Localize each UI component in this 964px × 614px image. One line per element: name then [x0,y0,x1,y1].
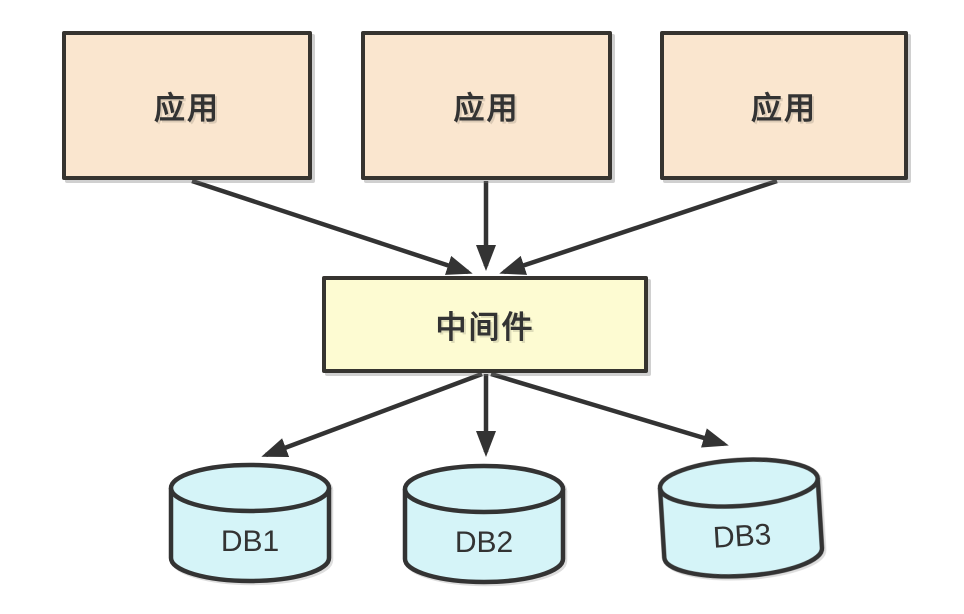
app-box-3: 应用 [660,31,908,180]
arrow-app1-to-middleware [191,178,473,275]
cylinder-icon [168,462,332,584]
arrow-middleware-to-db1 [261,371,483,458]
database-cylinder-1: DB1 [168,461,332,585]
app-box-3-label: 应用 [751,91,817,126]
database-cylinder-2: DB2 [402,462,566,586]
app-box-1: 应用 [62,31,312,180]
app-box-2-label: 应用 [453,91,520,126]
app-box-1-label: 应用 [154,91,220,126]
database-2-label: DB2 [454,526,514,559]
middleware-label: 中间件 [435,310,535,345]
arrow-middleware-to-db3 [490,371,729,448]
database-cylinder-3: DB3 [655,451,826,585]
cylinder-icon [657,457,825,579]
database-3-label: DB3 [711,518,773,555]
cylinder-icon [402,463,566,585]
database-1-label: DB1 [220,525,280,558]
arrow-app3-to-middleware [499,178,778,275]
app-box-2: 应用 [361,31,612,180]
middleware-box: 中间件 [322,276,648,373]
